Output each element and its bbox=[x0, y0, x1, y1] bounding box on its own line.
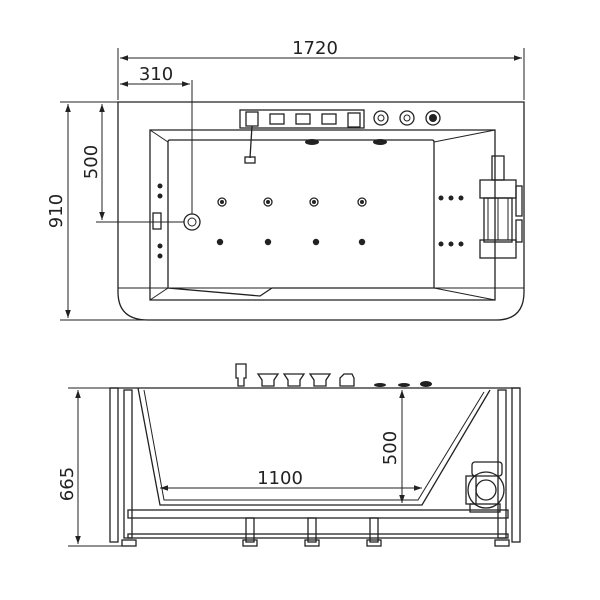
side-right-panel bbox=[511, 387, 521, 543]
floor-jets bbox=[216, 197, 367, 246]
left-wall-jets bbox=[152, 183, 163, 259]
dim-overall-width: 910 bbox=[46, 194, 67, 228]
control-knob-icon bbox=[425, 110, 441, 126]
side-pump-icon bbox=[465, 461, 505, 513]
dimension-drain-offset: 310 bbox=[120, 64, 193, 214]
dim-drain-offset: 310 bbox=[139, 64, 173, 85]
valve-handle-icon bbox=[295, 113, 311, 125]
pump-motor-icon bbox=[479, 155, 523, 259]
plan-basin-inner bbox=[167, 139, 435, 297]
control-knob-icon bbox=[399, 110, 415, 126]
right-wall-jets bbox=[438, 195, 464, 247]
overflow-icon bbox=[152, 212, 162, 230]
diverter-icon bbox=[347, 112, 361, 128]
dim-inner-depth: 500 bbox=[380, 431, 401, 465]
dimension-overall-length: 1720 bbox=[117, 38, 525, 100]
side-faucet-fittings bbox=[235, 363, 432, 387]
faucet-spout-icon bbox=[244, 111, 259, 164]
dimension-overall-height: 665 bbox=[57, 387, 122, 547]
valve-handle-icon bbox=[269, 113, 285, 125]
dim-inner-bottom-length: 1100 bbox=[257, 468, 303, 489]
valve-handle-icon bbox=[321, 113, 337, 125]
dim-drain-to-front: 500 bbox=[81, 145, 102, 179]
jet-icon bbox=[373, 139, 387, 145]
jet-icon bbox=[305, 139, 319, 145]
plan-view: 1720 310 500 910 bbox=[46, 38, 525, 321]
dim-overall-length: 1720 bbox=[292, 38, 338, 59]
dimension-inner-depth: 500 bbox=[380, 390, 405, 503]
side-left-panel bbox=[109, 387, 119, 543]
faucet-deck bbox=[239, 109, 365, 129]
drain-icon bbox=[183, 213, 201, 231]
side-view: 665 500 1100 bbox=[57, 363, 521, 547]
dimension-overall-width: 910 bbox=[46, 101, 148, 321]
dimension-inner-bottom-length: 1100 bbox=[160, 468, 422, 491]
control-knob-icon bbox=[373, 110, 389, 126]
side-basin bbox=[137, 387, 491, 506]
dim-overall-height: 665 bbox=[57, 467, 78, 501]
plan-basin-outer bbox=[149, 129, 496, 301]
side-support-frame bbox=[121, 509, 510, 547]
plan-outer-shell bbox=[117, 101, 525, 321]
